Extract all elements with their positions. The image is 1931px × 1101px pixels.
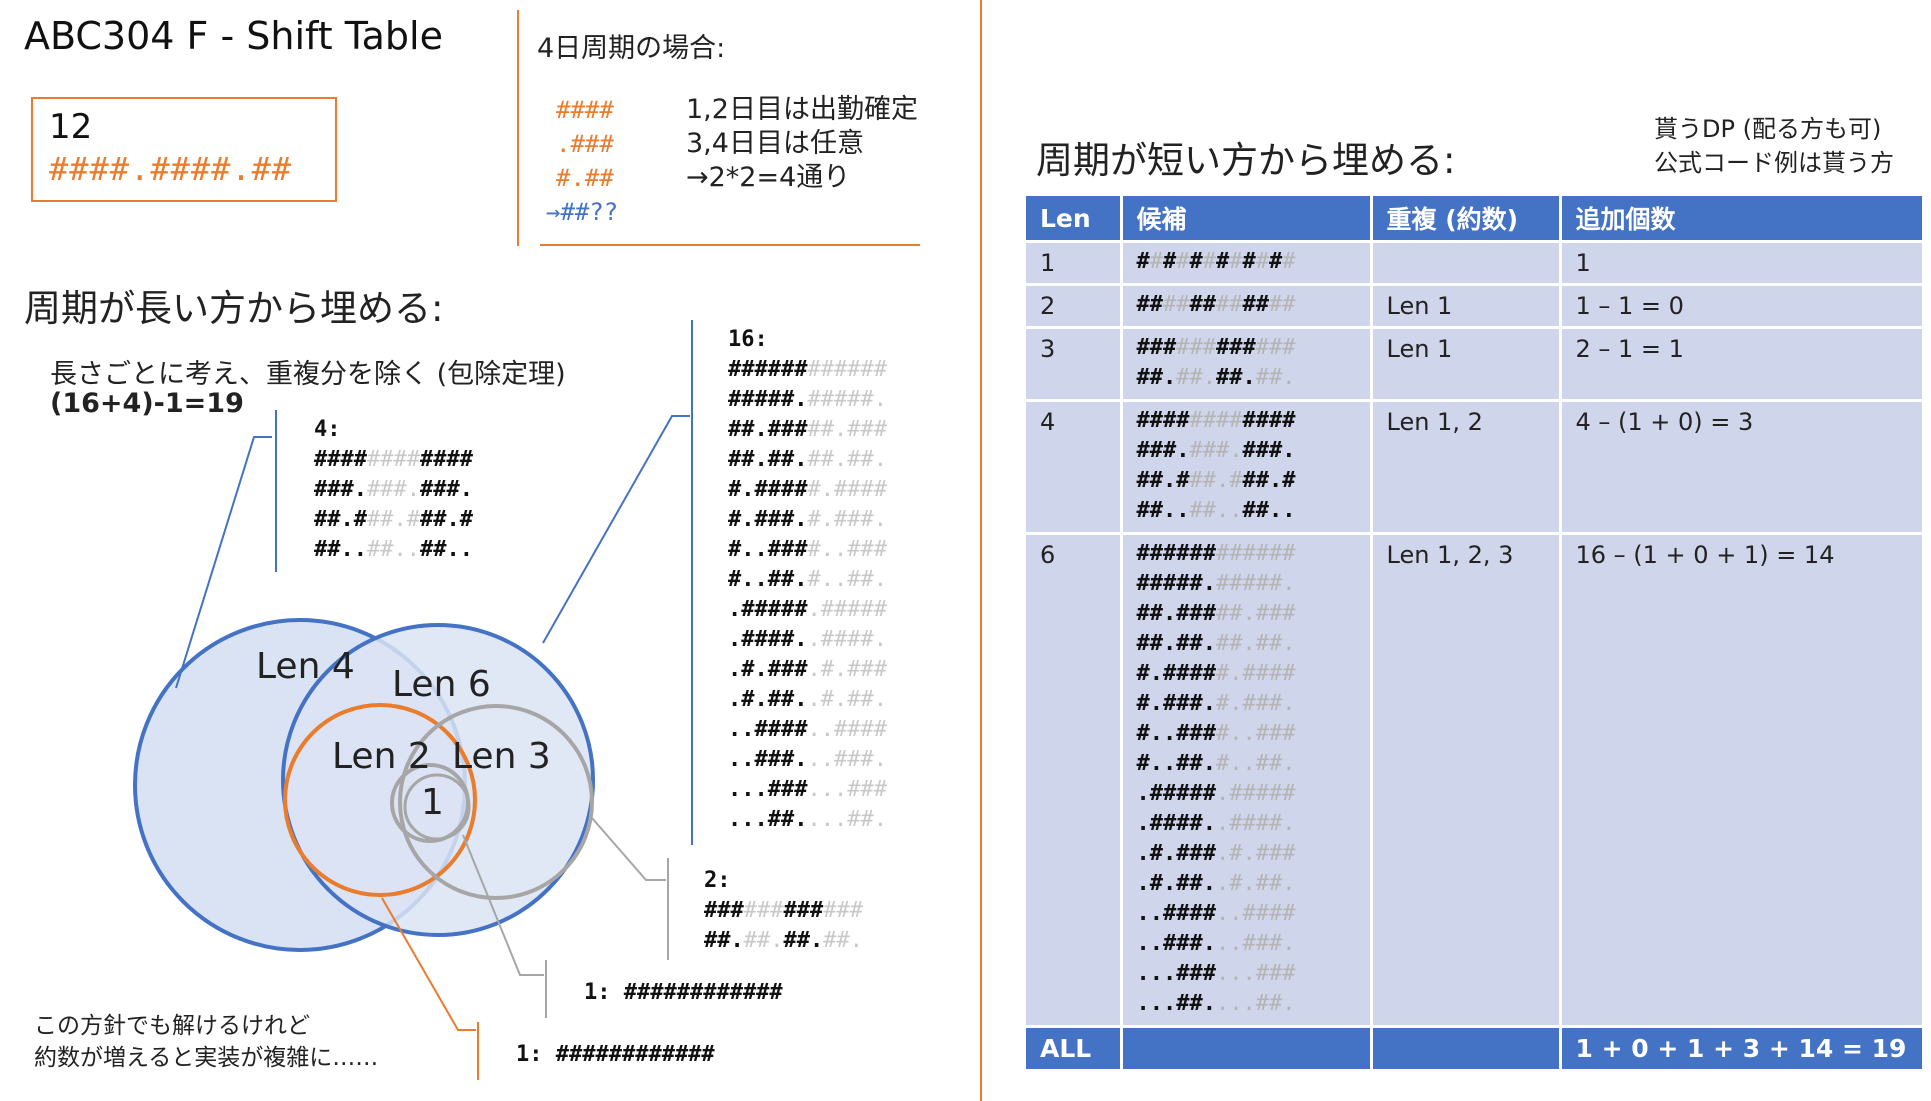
period3-block: 2: ############ ##.##.##.##. (704, 868, 863, 953)
len3-connector (591, 817, 666, 881)
period-table: Len 候補 重複 (約数) 追加個数 1 ############ 1 2 #… (1026, 196, 1925, 1069)
venn-label-1: 1 (421, 782, 444, 823)
cell-duplicate: Len 1 (1371, 283, 1562, 328)
cell-len: 1 (1026, 240, 1123, 285)
col-candidate: 候補 (1121, 196, 1373, 242)
bottom-note-line2: 約数が増えると実装が複雑に…… (34, 1045, 379, 1071)
cell-duplicate: Len 1, 2 (1371, 399, 1562, 534)
cell-all-total: 1 + 0 + 1 + 3 + 14 = 19 (1560, 1025, 1925, 1069)
input-n: 12 (49, 107, 93, 147)
period1-block-b: 1: ############ (516, 1042, 715, 1067)
cell-added: 1 (1560, 240, 1925, 285)
table-header-row: Len 候補 重複 (約数) 追加個数 (1026, 196, 1925, 242)
case4-pattern: .### (556, 130, 614, 158)
table-row: 3 ############ ##.##.##.##. Len 1 2 – 1 … (1026, 326, 1925, 401)
venn-label-len2: Len 2 (332, 736, 431, 777)
cell-len: 3 (1026, 326, 1123, 401)
venn-diagram (133, 320, 693, 1080)
len2-connector (381, 897, 476, 1031)
len2-circle (283, 703, 477, 897)
len1-circle-b (403, 773, 471, 841)
cell-candidate: ############ ##.##.##.##. (1121, 326, 1373, 401)
table-row: 6 ############ #####.#####. ##.#####.###… (1026, 532, 1925, 1027)
table-total-row: ALL 1 + 0 + 1 + 3 + 14 = 19 (1026, 1025, 1925, 1069)
case4-desc: →2*2=4通り (686, 162, 851, 193)
input-example-box: 12 ####.####.## (31, 97, 337, 202)
period6-block: 16: ############ #####.#####. ##.#####.#… (728, 327, 887, 832)
long-first-heading: 周期が長い方から埋める: (24, 287, 444, 330)
cell-len: 4 (1026, 399, 1123, 534)
page-title: ABC304 F - Shift Table (24, 14, 443, 58)
case4-heading: 4日周期の場合: (537, 33, 726, 64)
case4-row: .### 3,4日目は任意 (556, 127, 918, 161)
cell-added: 16 – (1 + 0 + 1) = 14 (1560, 532, 1925, 1027)
cell-duplicate (1371, 240, 1562, 285)
case4-row: #### 1,2日目は出勤確定 (556, 93, 918, 127)
venn-label-len6: Len 6 (392, 664, 491, 705)
page-center-divider (980, 0, 982, 1101)
cell-all-empty (1121, 1025, 1373, 1069)
cell-len: 6 (1026, 532, 1123, 1027)
venn-label-len3: Len 3 (452, 736, 551, 777)
long-first-formula: (16+4)-1=19 (50, 388, 244, 419)
col-added: 追加個数 (1560, 196, 1925, 242)
case4-rows: #### 1,2日目は出勤確定 .### 3,4日目は任意 #.## →2*2=4通り… (546, 93, 918, 229)
table-row: 1 ############ 1 (1026, 240, 1925, 285)
len6-circle (281, 623, 595, 937)
cell-duplicate: Len 1, 2, 3 (1371, 532, 1562, 1027)
period3-label: 2: (704, 868, 731, 893)
period6-label: 16: (728, 327, 768, 352)
len6-connector (542, 415, 690, 644)
cell-candidate: ############ ###.###.###. ##.###.###.# #… (1121, 399, 1373, 534)
long-first-note: 長さごとに考え、重複分を除く (包除定理) (50, 359, 566, 390)
case4-pattern: #.## (556, 164, 614, 192)
cell-all-empty (1371, 1025, 1562, 1069)
short-first-heading: 周期が短い方から埋める: (1036, 139, 1456, 182)
cell-added: 4 – (1 + 0) = 3 (1560, 399, 1925, 534)
case4-result: →##?? (546, 198, 619, 226)
input-s: ####.####.## (49, 150, 293, 188)
cell-candidate: ############ (1121, 240, 1373, 285)
len4-connector (175, 436, 272, 689)
case4-desc: 1,2日目は出勤確定 (686, 94, 918, 125)
cell-added: 1 – 1 = 0 (1560, 283, 1925, 328)
case4-left-divider (517, 10, 519, 246)
cell-len: 2 (1026, 283, 1123, 328)
len3-circle (398, 704, 594, 900)
dp-note-line1: 貰うDP (配る方も可) (1654, 115, 1882, 143)
venn-label-len4: Len 4 (256, 646, 355, 687)
case4-bottom-divider (540, 244, 920, 246)
case4-row: #.## →2*2=4通り (556, 161, 918, 195)
period4-block: 4: ############ ###.###.###. ##.###.###.… (314, 417, 473, 562)
cell-duplicate: Len 1 (1371, 326, 1562, 401)
dp-note-line2: 公式コード例は貰う方 (1654, 149, 1894, 177)
bottom-note-line1: この方針でも解けるけれど (34, 1013, 310, 1039)
table-row: 2 ############ Len 1 1 – 1 = 0 (1026, 283, 1925, 328)
case4-pattern: #### (556, 96, 614, 124)
cell-candidate: ############ #####.#####. ##.#####.### #… (1121, 532, 1373, 1027)
cell-candidate: ############ (1121, 283, 1373, 328)
col-duplicate: 重複 (約数) (1371, 196, 1562, 242)
period1-block-a: 1: ############ (584, 980, 783, 1005)
case4-desc: 3,4日目は任意 (686, 128, 864, 159)
len1-connector (462, 834, 544, 976)
cell-all-label: ALL (1026, 1025, 1123, 1069)
table-row: 4 ############ ###.###.###. ##.###.###.#… (1026, 399, 1925, 534)
dp-note: 貰うDP (配る方も可) 公式コード例は貰う方 (1654, 112, 1894, 180)
period4-label: 4: (314, 417, 341, 442)
col-len: Len (1026, 196, 1123, 242)
cell-added: 2 – 1 = 1 (1560, 326, 1925, 401)
